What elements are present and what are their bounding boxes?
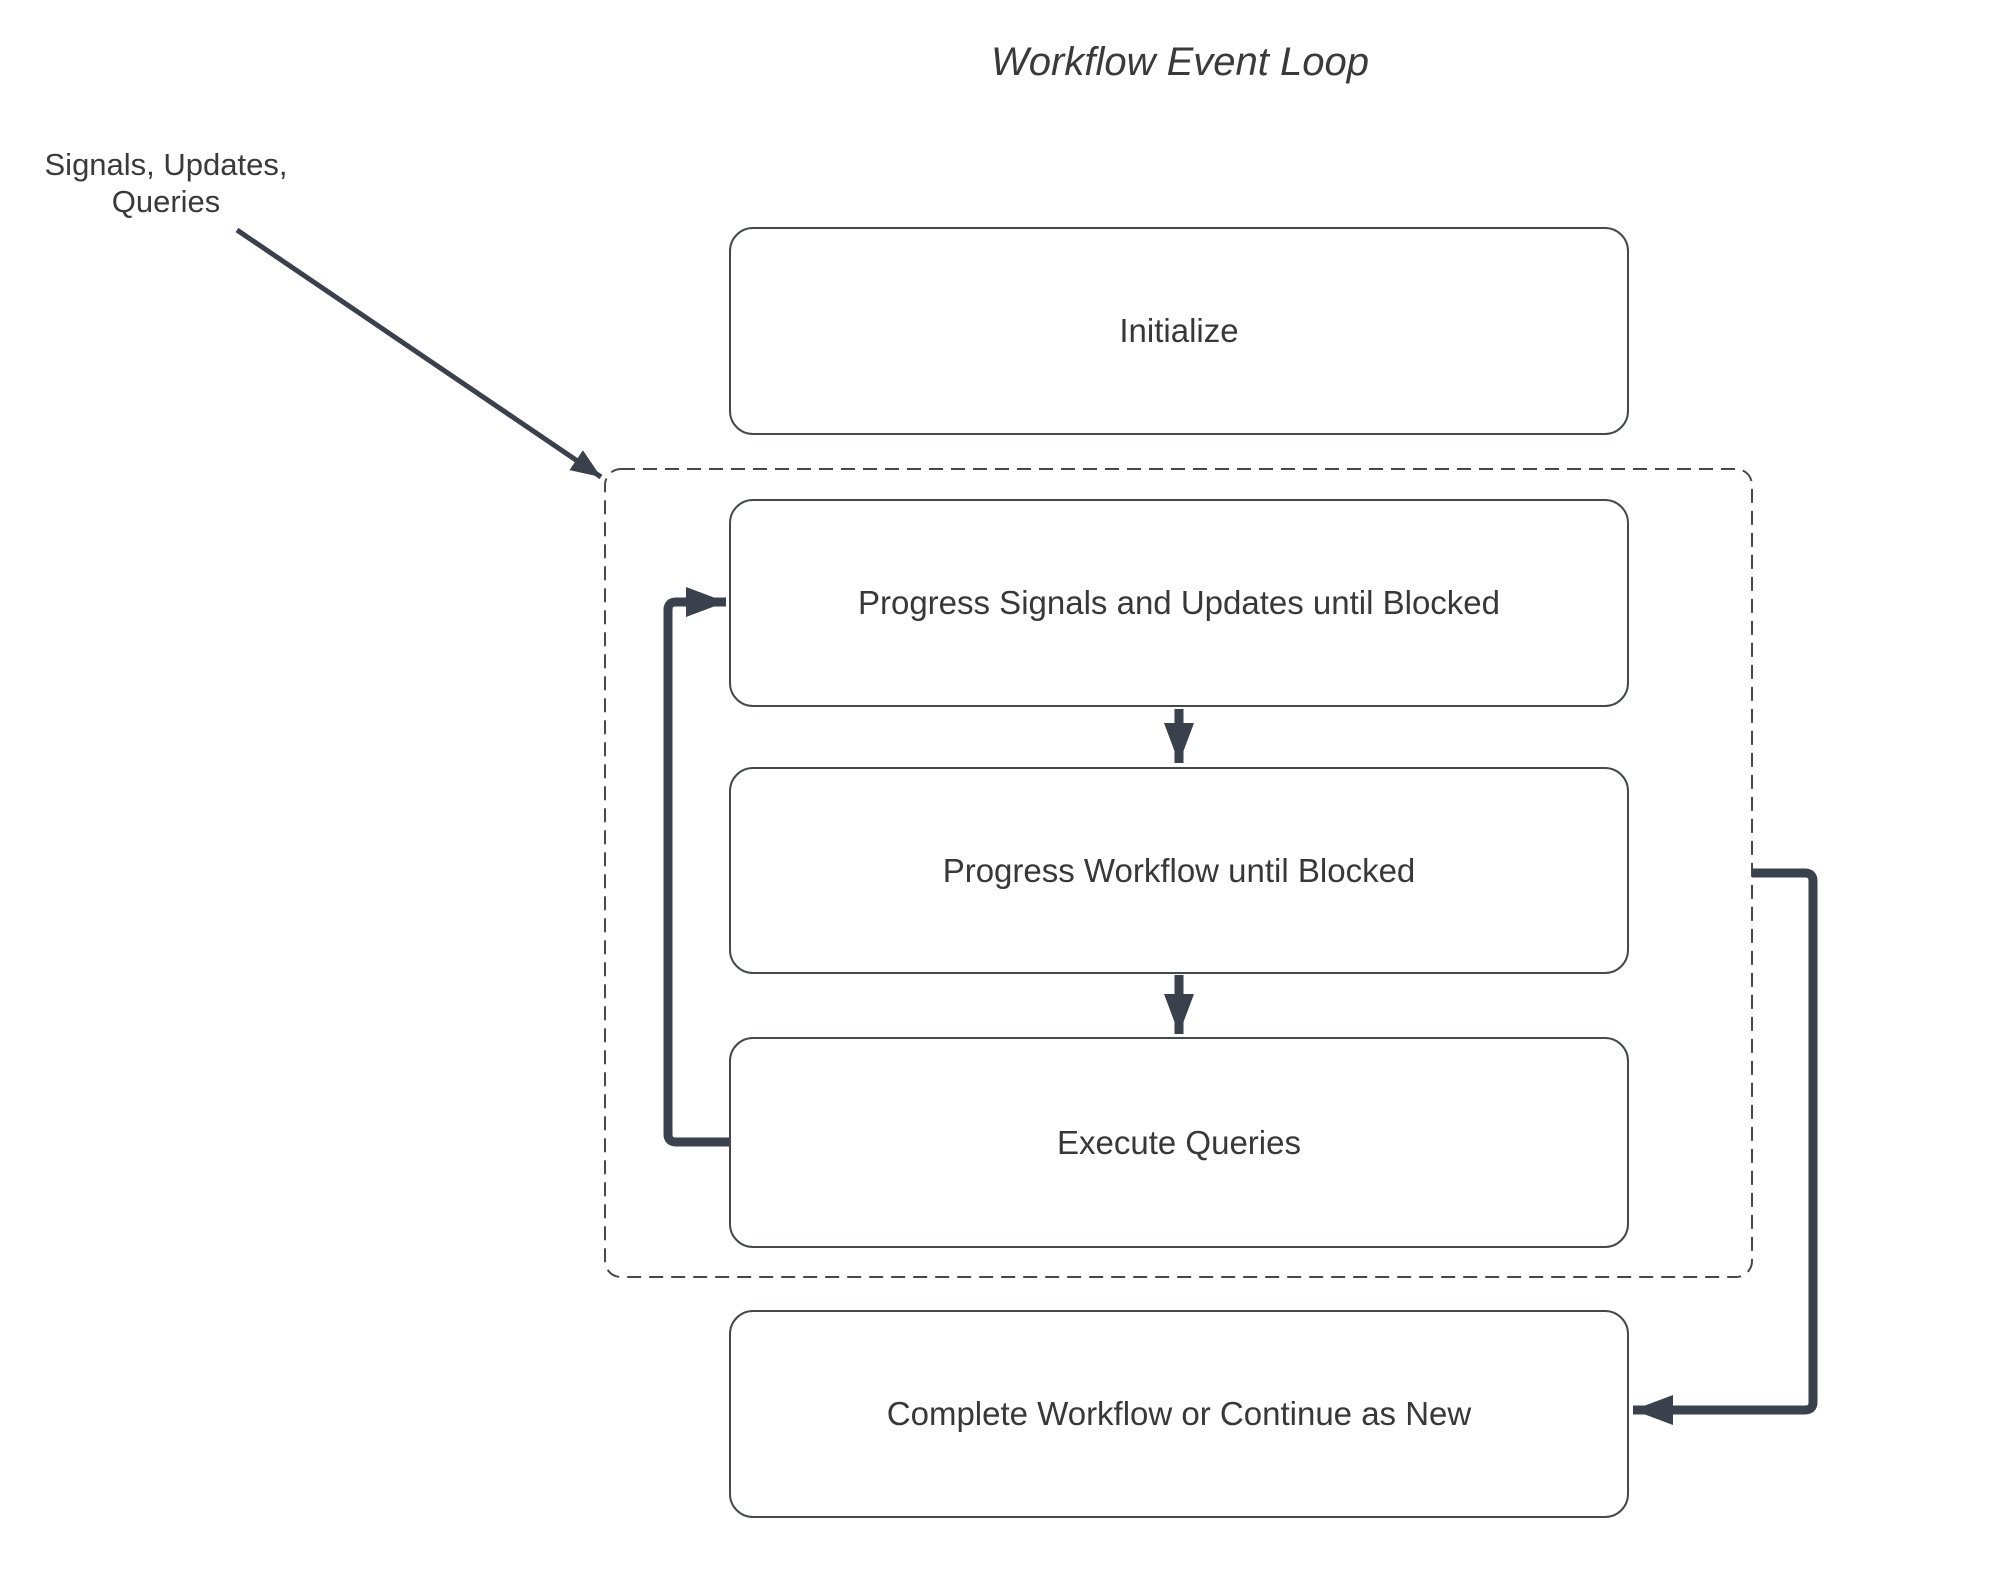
node-complete-workflow-label: Complete Workflow or Continue as New [886, 1395, 1472, 1432]
node-progress-signals: Progress Signals and Updates until Block… [729, 499, 1629, 707]
node-complete-workflow: Complete Workflow or Continue as New [729, 1310, 1629, 1518]
external-events-label-line1: Signals, Updates, [44, 147, 288, 182]
node-initialize: Initialize [729, 227, 1629, 435]
arrow-execute-queries-to-progress-signals [663, 587, 729, 1147]
external-events-label-line2: Queries [111, 184, 221, 219]
external-events-label: Signals, Updates,Queries [18, 146, 314, 220]
node-progress-signals-label: Progress Signals and Updates until Block… [857, 584, 1501, 621]
arrow-signals-to-event-loop [235, 227, 603, 480]
arrow-event-loop-to-complete [1633, 868, 1818, 1425]
diagram-title: Workflow Event Loop [991, 40, 1369, 84]
node-progress-workflow: Progress Workflow until Blocked [729, 767, 1629, 974]
node-initialize-label: Initialize [1119, 312, 1239, 349]
node-execute-queries-label: Execute Queries [1057, 1123, 1301, 1161]
node-progress-workflow-label: Progress Workflow until Blocked [942, 851, 1416, 889]
node-execute-queries: Execute Queries [729, 1037, 1629, 1248]
